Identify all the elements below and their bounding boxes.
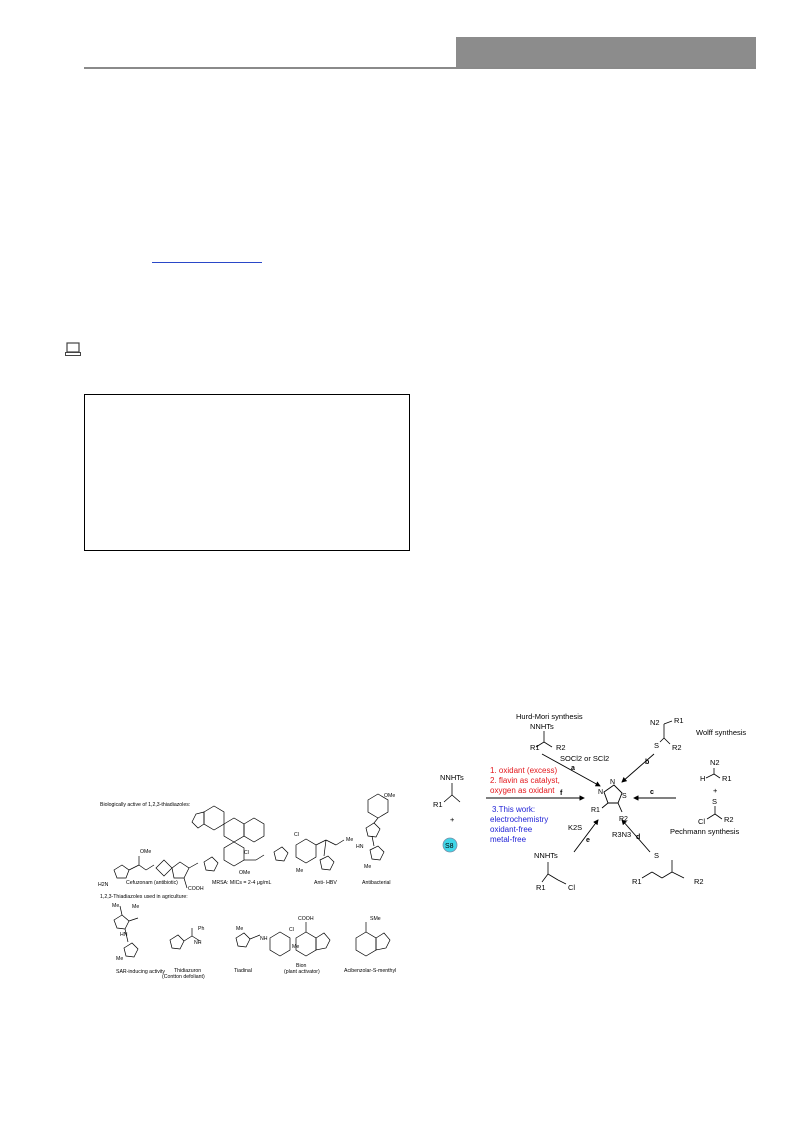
header-bar bbox=[456, 37, 756, 68]
ph-label: Ph bbox=[198, 926, 204, 932]
me-label-8: Me bbox=[292, 944, 299, 950]
compound-label-anti-hbv: Anti- HBV bbox=[314, 880, 337, 886]
compound-label-bion: Bion bbox=[296, 963, 306, 969]
sulfur-s8-badge bbox=[442, 837, 458, 853]
computer-icon bbox=[65, 342, 81, 356]
condition-red-2: 2. flavin as catalyst, bbox=[490, 776, 560, 785]
arrow-label-e: e bbox=[586, 837, 590, 844]
route-e-k2s: K2S bbox=[568, 823, 582, 832]
me-label-2: Me bbox=[346, 837, 353, 843]
compound-label-thidiazuron: Thidiazuron bbox=[174, 968, 201, 974]
reaction-arrows bbox=[486, 753, 676, 853]
arrow-label-c: c bbox=[650, 789, 654, 796]
condition-red-3: oxygen as oxidant bbox=[490, 786, 555, 795]
h2n-label: H2N bbox=[98, 882, 109, 888]
hurd-mori-r1: R1 bbox=[530, 743, 540, 752]
compound-label-acibenzolar: Acibenzolar-S-menthyl bbox=[344, 968, 396, 974]
cl-label-2: Cl bbox=[294, 832, 299, 838]
core-r1: R1 bbox=[591, 807, 600, 814]
route-f-r1: R1 bbox=[433, 800, 443, 809]
pechmann-n2: N2 bbox=[710, 758, 720, 767]
cl-label: Cl bbox=[244, 850, 249, 856]
nh-label: NH bbox=[194, 940, 202, 946]
route-f-nnhts: NNHTs bbox=[440, 773, 464, 782]
arrow-label-f: f bbox=[560, 790, 563, 797]
compound-label-tiadinal: Tiadinal bbox=[234, 968, 252, 974]
compound-label-cefuzonam: Cefuzonam (antibiotic) bbox=[126, 880, 178, 886]
route-d-s: S bbox=[654, 851, 659, 860]
cooh-label-2: COOH bbox=[298, 916, 314, 922]
route-d-r1: R1 bbox=[632, 877, 642, 886]
reagent-a: SOCl2 or SCl2 bbox=[560, 754, 609, 763]
me-label: Me bbox=[296, 868, 303, 874]
wolff-title: Wolff synthesis bbox=[696, 728, 746, 737]
ome-label: OMe bbox=[140, 849, 151, 855]
pechmann-r1: R1 bbox=[722, 774, 732, 783]
hurd-mori-title: Hurd-Mori synthesis bbox=[516, 712, 583, 721]
core-n2: N bbox=[610, 779, 615, 786]
cooh-label: COOH bbox=[188, 886, 204, 892]
wolff-s: S bbox=[654, 741, 659, 750]
section2-title: 1,2,3-Thiadiazoles used in agriculture: bbox=[100, 894, 188, 900]
wolff-r2: R2 bbox=[672, 743, 682, 752]
route-d-r2: R2 bbox=[694, 877, 704, 886]
sme-label: SMe bbox=[370, 916, 381, 922]
core-n1: N bbox=[598, 789, 603, 796]
ome-label-2: OMe bbox=[239, 870, 250, 876]
compound-sublabel-bion: (plant activator) bbox=[284, 969, 320, 975]
empty-frame-box bbox=[84, 394, 410, 551]
compound-label-mrsa: MRSA: MICs = 2-4 μg/mL bbox=[212, 880, 271, 886]
condition-blue-3: oxidant-free bbox=[490, 825, 533, 834]
arrow-label-a: a bbox=[571, 765, 575, 772]
ome-label-3: OMe bbox=[384, 793, 395, 799]
condition-blue-1: 3.This work: bbox=[492, 805, 535, 814]
section1-title: Biologically active of 1,2,3-thiadiazole… bbox=[100, 802, 190, 808]
route-e-nnhts: NNHTs bbox=[534, 851, 558, 860]
route-f-plus: + bbox=[450, 815, 455, 824]
route-f-s8: S8 bbox=[445, 843, 454, 850]
hurd-mori-r2: R2 bbox=[556, 743, 566, 752]
condition-red-1: 1. oxidant (excess) bbox=[490, 766, 557, 775]
route-e-cl: Cl bbox=[568, 883, 575, 892]
thiadiazole-core bbox=[601, 784, 623, 813]
pechmann-plus: + bbox=[713, 786, 718, 795]
core-s: S bbox=[622, 793, 627, 800]
pechmann-cl: Cl bbox=[698, 817, 705, 826]
pechmann-r2: R2 bbox=[724, 815, 734, 824]
arrow-label-d: d bbox=[636, 834, 640, 841]
route-e-r1: R1 bbox=[536, 883, 546, 892]
nh-label-2: NH bbox=[260, 936, 268, 942]
hn-label-2: HN bbox=[120, 932, 128, 938]
me-label-3: Me bbox=[364, 864, 371, 870]
me-label-7: Me bbox=[236, 926, 243, 932]
me-label-6: Me bbox=[116, 956, 123, 962]
header-rule bbox=[84, 67, 756, 69]
pechmann-title: Pechmann synthesis bbox=[670, 827, 739, 836]
condition-blue-4: metal-free bbox=[490, 835, 527, 844]
hurd-mori-nnhts: NNHTs bbox=[530, 722, 554, 731]
condition-blue-2: electrochemistry bbox=[490, 815, 548, 824]
compound-sublabel-thidiazuron: (Contton defoliant) bbox=[162, 974, 205, 980]
compound-label-sar: SAR-inducing activity bbox=[116, 969, 165, 975]
pechmann-s: S bbox=[712, 797, 717, 806]
arrow-label-b: b bbox=[645, 759, 649, 766]
me-label-4: Me bbox=[112, 903, 119, 909]
pechmann-h: H bbox=[700, 774, 705, 783]
me-label-5: Me bbox=[132, 904, 139, 910]
hyperlink-underline[interactable] bbox=[152, 262, 262, 263]
thiadiazole-synthesis-scheme: N N S R1 R2 a b c d e f Hurd-Mori synthe… bbox=[433, 712, 746, 892]
compound-label-antibacterial: Antibacterial bbox=[362, 880, 391, 886]
thiadiazole-applications-figure: Biologically active of 1,2,3-thiadiazole… bbox=[98, 793, 396, 980]
route-d-r3n3: R3N3 bbox=[612, 830, 631, 839]
wolff-r1: R1 bbox=[674, 716, 684, 725]
wolff-n2: N2 bbox=[650, 718, 660, 727]
cl-label-3: Cl bbox=[289, 927, 294, 933]
hn-label: HN bbox=[356, 844, 364, 850]
